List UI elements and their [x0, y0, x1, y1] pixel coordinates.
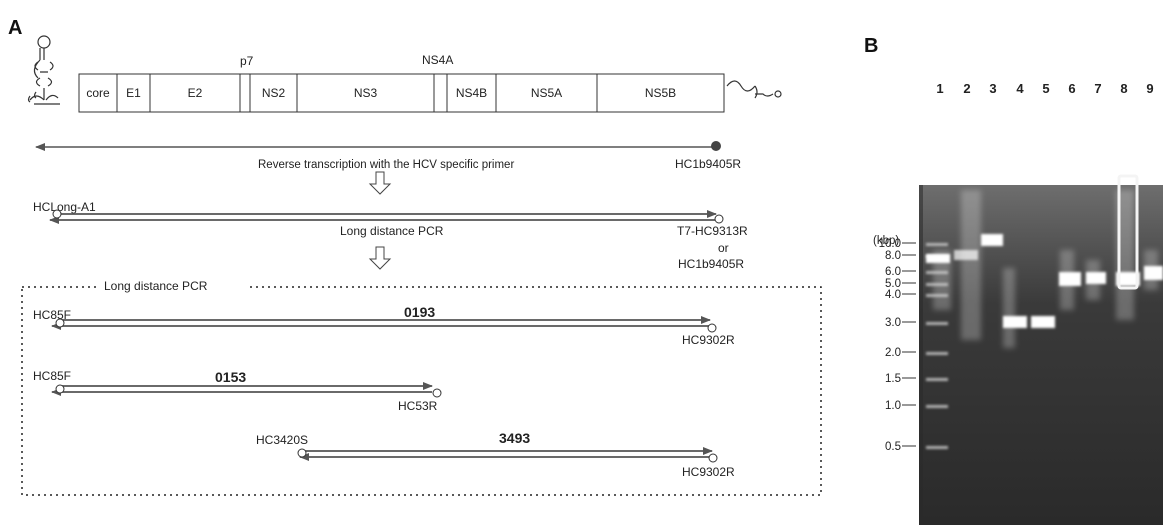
genome-segment-e2: E2 [150, 74, 240, 112]
genome-segment-label: NS2 [262, 86, 286, 100]
lane-label: 7 [1094, 81, 1101, 96]
size-marker-label: 3.0 [885, 317, 901, 329]
amp3-circle-right-icon [709, 454, 717, 462]
ld-or-word: or [718, 241, 729, 255]
size-marker: 0.5 [885, 441, 916, 453]
genome-segment-e1: E1 [117, 74, 150, 112]
genome-segment-ns5a: NS5A [496, 74, 597, 112]
genome-segment-label: NS3 [354, 86, 378, 100]
genome-segment-label: NS4B [456, 86, 487, 100]
genome-segment-label: core [86, 86, 110, 100]
genome-segment-spacer-3 [240, 74, 250, 112]
label-ns4a: NS4A [422, 53, 453, 67]
size-marker-label: 0.5 [885, 441, 901, 453]
ld-primer-circle-left-icon [53, 210, 61, 218]
lane-label: 6 [1068, 81, 1075, 96]
amp2-reverse-primer: HC53R [398, 399, 438, 413]
amp3-circle-left-icon [298, 449, 306, 457]
lane-label: 2 [963, 81, 970, 96]
size-marker-label: 8.0 [885, 250, 901, 262]
ld-primer-circle-right-icon [715, 215, 723, 223]
size-marker-label: 10.0 [879, 238, 901, 250]
size-marker: 3.0 [885, 317, 916, 329]
size-marker-label: 1.5 [885, 373, 901, 385]
ld-caption: Long distance PCR [340, 224, 444, 238]
agarose-gel-image [919, 176, 1163, 525]
size-marker-label: 6.0 [885, 266, 901, 278]
lane-label: 4 [1016, 81, 1024, 96]
size-marker: 6.0 [885, 266, 916, 278]
size-marker-label: 1.0 [885, 400, 901, 412]
amp2-name: 0153 [215, 369, 246, 385]
size-marker-label: 4.0 [885, 289, 901, 301]
amp3-forward-primer: HC3420S [256, 433, 308, 447]
lane-label: 3 [989, 81, 996, 96]
lane-labels: 1 2 3 4 5 6 7 8 9 [936, 81, 1153, 96]
utr3-structure-icon [727, 81, 781, 98]
lane-label: 5 [1042, 81, 1049, 96]
label-p7: p7 [240, 54, 254, 68]
size-marker: 2.0 [885, 347, 916, 359]
lane-label: 1 [936, 81, 943, 96]
amp3-name: 3493 [499, 430, 530, 446]
ld-reverse-primer-2: HC1b9405R [678, 257, 744, 271]
genome-segment-ns3: NS3 [297, 74, 434, 112]
amp1-name: 0193 [404, 304, 435, 320]
size-marker: 4.0 [885, 289, 916, 301]
down-arrow-2-icon [370, 247, 390, 269]
genome-segment-label: NS5B [645, 86, 676, 100]
amp1-circle-right-icon [708, 324, 716, 332]
hcv-genome-map: core E1 E2 NS2 NS3 NS4B NS5A NS5B [79, 74, 724, 112]
amp2-circle-right-icon [433, 389, 441, 397]
rt-caption: Reverse transcription with the HCV speci… [258, 159, 514, 171]
rt-primer-label: HC1b9405R [675, 157, 741, 171]
genome-segment-ns4b: NS4B [447, 74, 496, 112]
size-marker: 1.5 [885, 373, 916, 385]
size-marker-labels: 10.08.06.05.04.03.02.01.51.00.5 [879, 238, 916, 453]
rt-primer-dot-icon [711, 141, 721, 151]
ld-reverse-primer-1: T7-HC9313R [677, 224, 748, 238]
amp2-circle-left-icon [56, 385, 64, 393]
amp3-reverse-primer: HC9302R [682, 465, 735, 479]
genome-segment-spacer-6 [434, 74, 447, 112]
size-marker: 8.0 [885, 250, 916, 262]
genome-segment-ns5b: NS5B [597, 74, 724, 112]
genome-segment-core: core [79, 74, 117, 112]
amp1-reverse-primer: HC9302R [682, 333, 735, 347]
utr5-structure-icon [29, 36, 61, 104]
size-marker: 10.0 [879, 238, 916, 250]
size-marker: 1.0 [885, 400, 916, 412]
amp1-circle-left-icon [56, 319, 64, 327]
lane-label: 9 [1146, 81, 1153, 96]
ld-forward-primer: HCLong-A1 [33, 200, 96, 214]
genome-segment-label: E1 [126, 86, 141, 100]
genome-segment-label: NS5A [531, 86, 562, 100]
amp2-forward-primer: HC85F [33, 369, 71, 383]
panel-b-label: B [864, 35, 878, 57]
size-marker-label: 2.0 [885, 347, 901, 359]
lane-label: 8 [1120, 81, 1127, 96]
genome-segment-label: E2 [188, 86, 203, 100]
box-title: Long distance PCR [104, 279, 208, 293]
down-arrow-1-icon [370, 172, 390, 194]
panel-a-label: A [8, 17, 22, 39]
genome-segment-ns2: NS2 [250, 74, 297, 112]
